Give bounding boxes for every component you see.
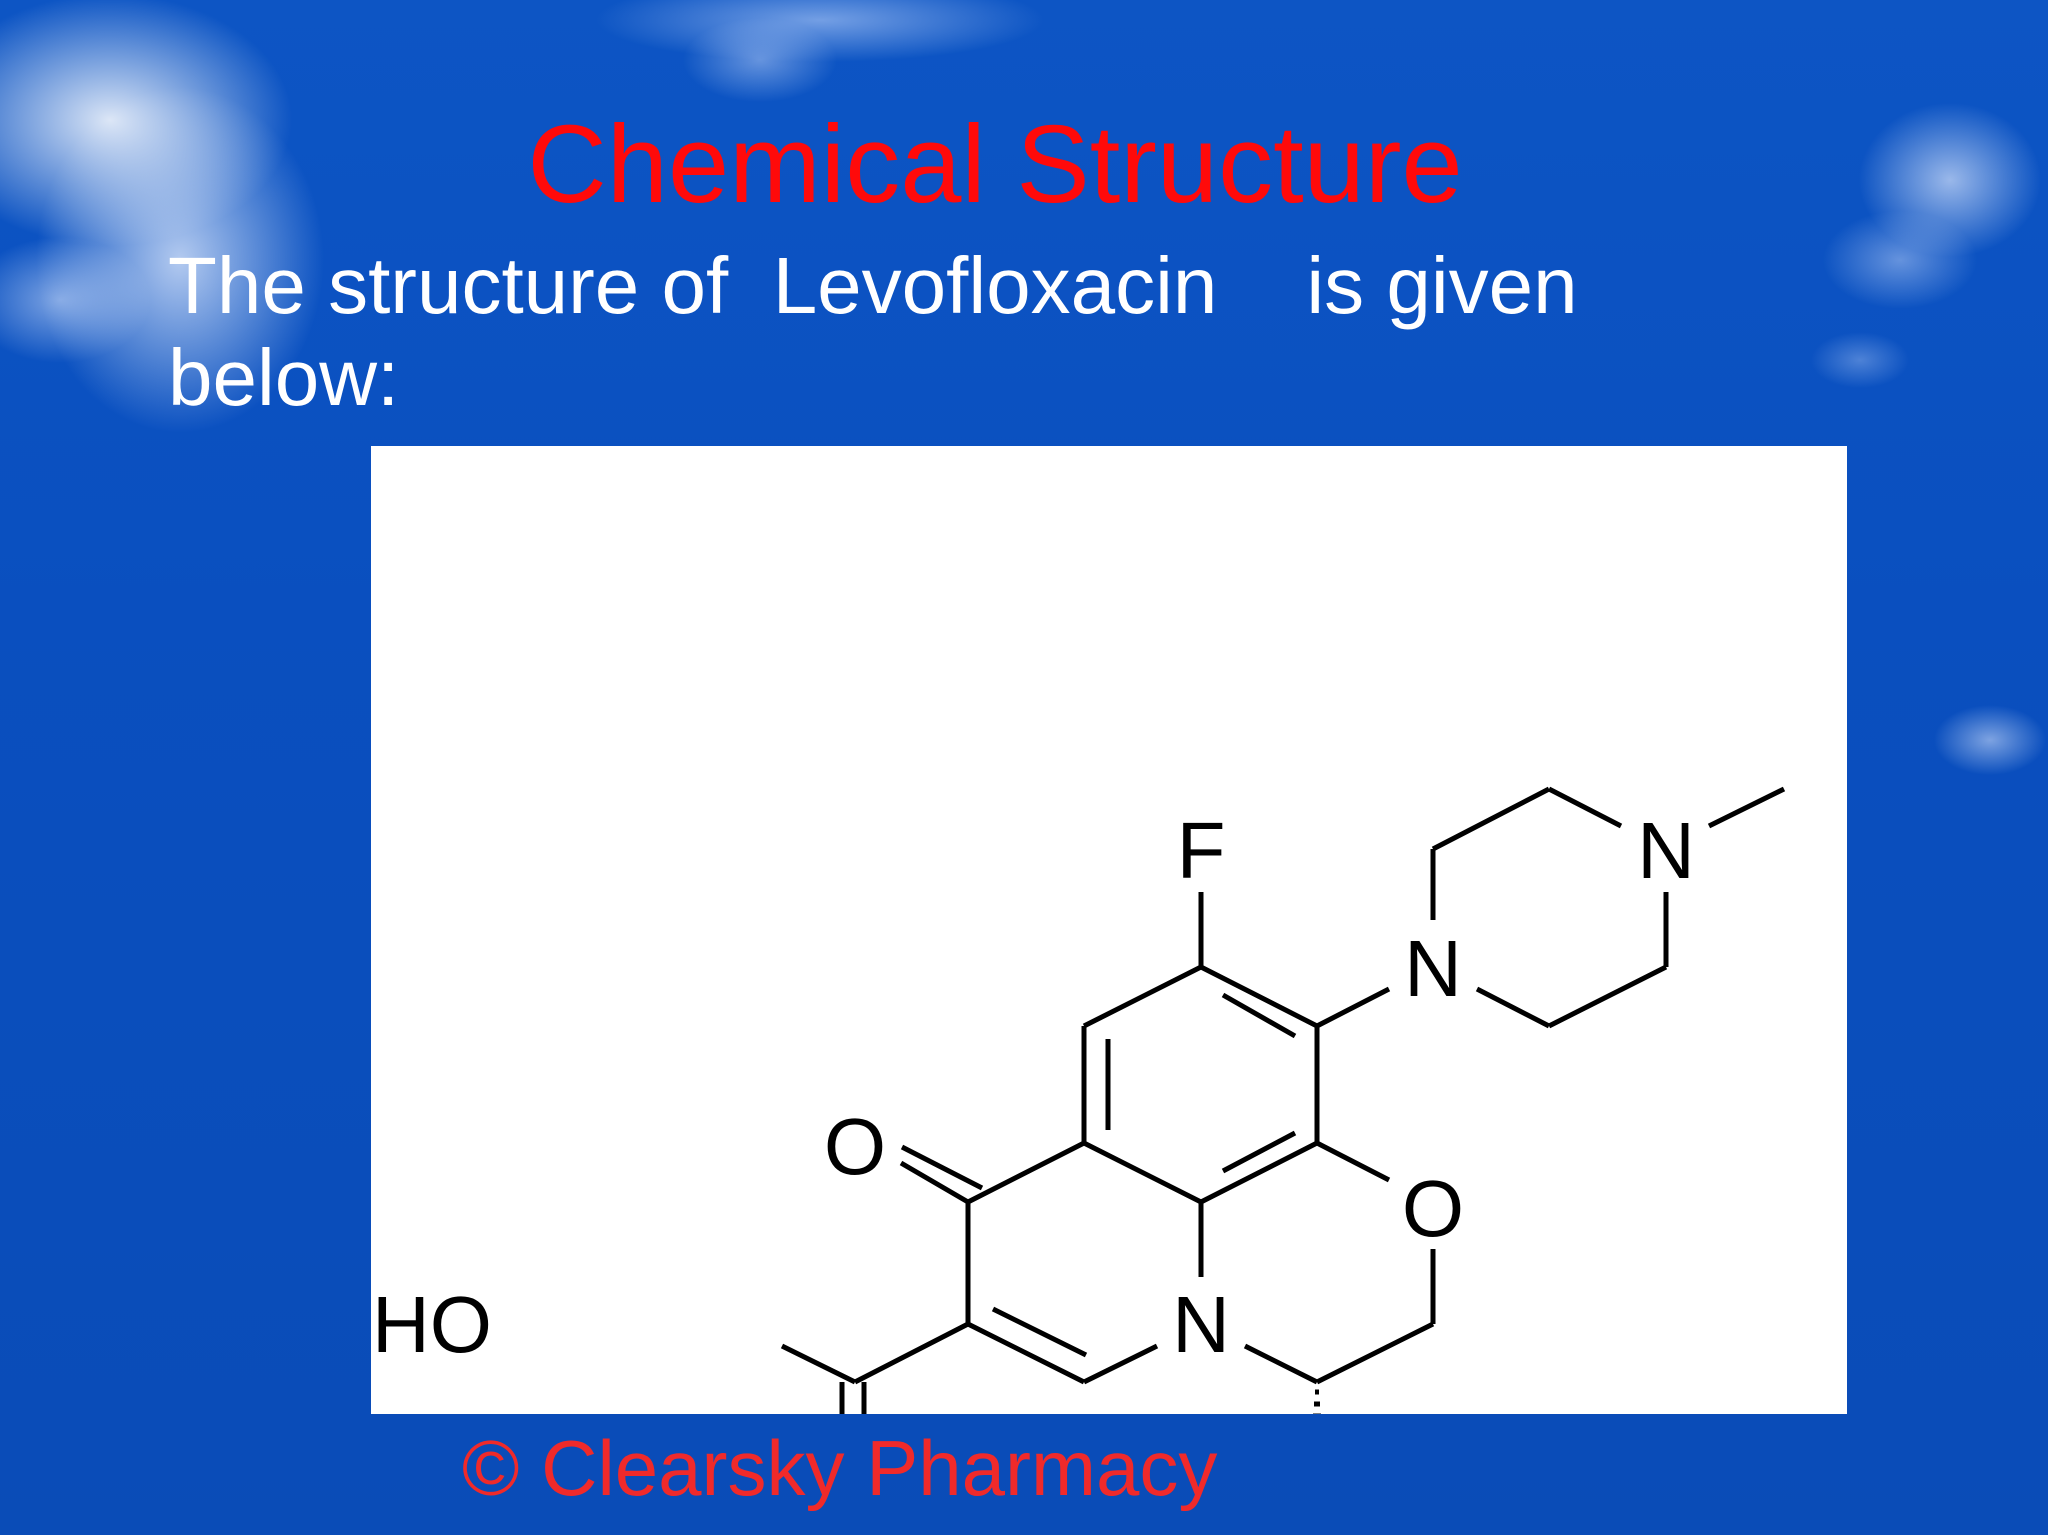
bond <box>991 1306 1088 1358</box>
bond <box>1315 1140 1391 1183</box>
bond <box>1707 786 1786 829</box>
bond <box>1199 964 1319 1029</box>
atom-label-oxygen: O <box>1402 1164 1464 1253</box>
bond <box>1547 786 1623 829</box>
bond <box>966 1321 1086 1385</box>
slide-title: Chemical Structure <box>527 103 1463 226</box>
atom-label-hydroxyl: HO <box>372 1280 492 1369</box>
atom-label-oxygen: O <box>824 1102 886 1191</box>
bond <box>1431 786 1551 852</box>
intro-text: The structure of Levofloxacin is given b… <box>168 241 1578 422</box>
bond <box>780 1343 857 1385</box>
bond <box>1315 986 1391 1029</box>
bond <box>900 1144 984 1191</box>
bond <box>1221 1130 1297 1174</box>
bond <box>1199 1140 1319 1205</box>
bond <box>1221 992 1297 1039</box>
bond <box>966 1140 1086 1205</box>
chemical-structure-panel: F N N O O HO N O <box>371 446 1847 1414</box>
atom-label-nitrogen: N <box>1637 806 1695 895</box>
bond <box>1547 964 1668 1029</box>
bond <box>1475 986 1551 1029</box>
bond <box>899 1160 970 1205</box>
hashed-wedge-bond <box>1313 1389 1321 1414</box>
bond <box>1315 1321 1435 1385</box>
bond <box>853 1321 970 1385</box>
bond <box>1082 1343 1159 1385</box>
atom-label-nitrogen: N <box>1404 924 1462 1013</box>
atom-label-nitrogen: N <box>1172 1280 1230 1369</box>
bond <box>1082 1140 1203 1205</box>
bond <box>1243 1343 1319 1385</box>
copyright-text: © Clearsky Pharmacy <box>462 1424 1218 1512</box>
atom-label-fluorine: F <box>1177 806 1226 895</box>
bond <box>1082 964 1203 1029</box>
levofloxacin-structure-diagram: F N N O O HO N O <box>372 786 1786 1414</box>
